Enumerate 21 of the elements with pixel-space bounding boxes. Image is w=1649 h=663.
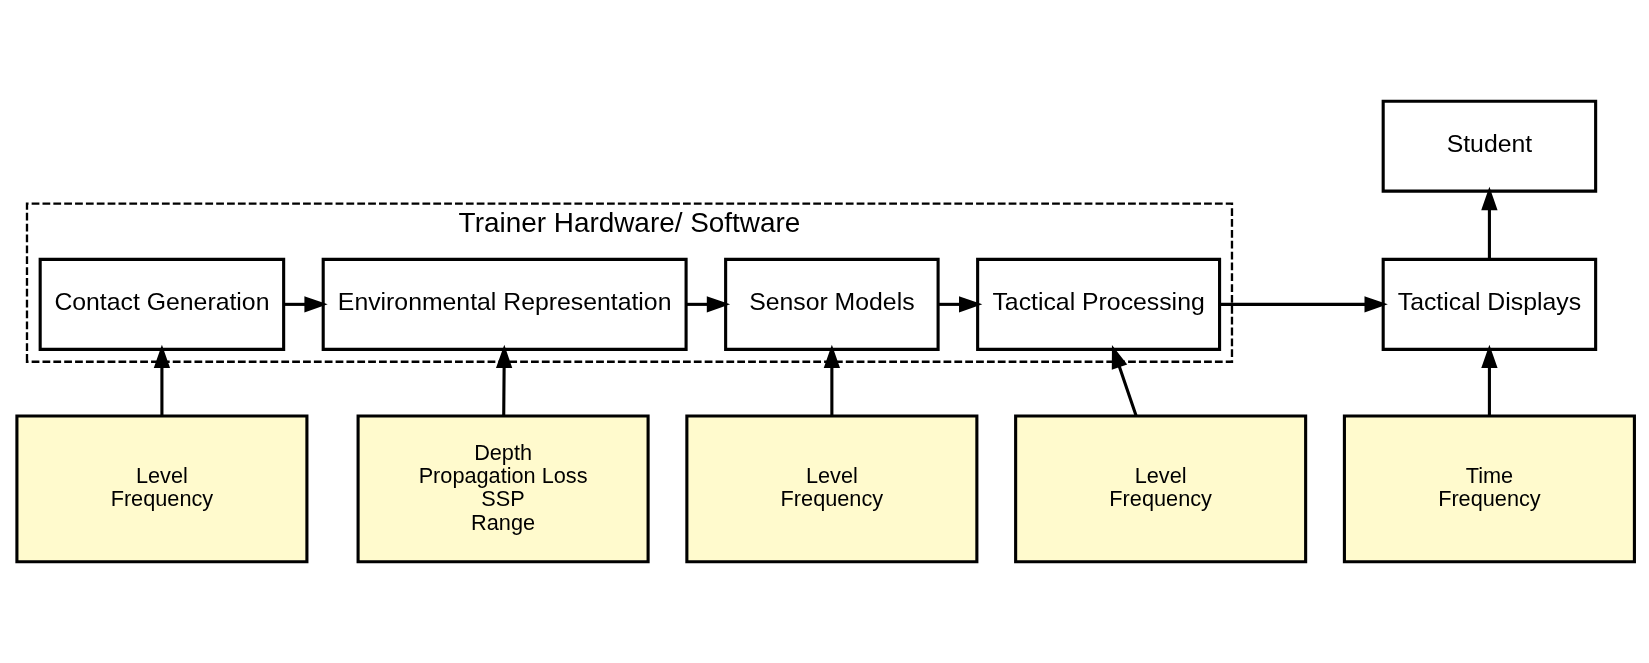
node-box: Tactical Displays [1381, 257, 1598, 351]
node-box: Sensor Models [724, 257, 940, 351]
arrow [823, 344, 841, 416]
arrow [938, 296, 983, 313]
node-box: Depth Propagation Loss SSP Range [356, 414, 650, 564]
node-box: Level Frequency [15, 414, 309, 564]
node-box: Time Frequency [1342, 414, 1636, 564]
arrow [1219, 296, 1388, 313]
arrow [495, 344, 513, 416]
arrow [1111, 345, 1138, 417]
node-box: Student [1381, 99, 1598, 193]
arrow [153, 344, 171, 416]
node-box: Level Frequency [685, 414, 979, 564]
node-box: Environmental Representation [321, 257, 688, 351]
arrow [1481, 186, 1498, 260]
arrow [283, 296, 328, 313]
arrow [1481, 344, 1498, 416]
node-box: Tactical Processing [976, 257, 1222, 351]
node-box: Contact Generation [38, 257, 286, 351]
node-box: Level Frequency [1014, 414, 1308, 564]
arrow [686, 296, 731, 313]
